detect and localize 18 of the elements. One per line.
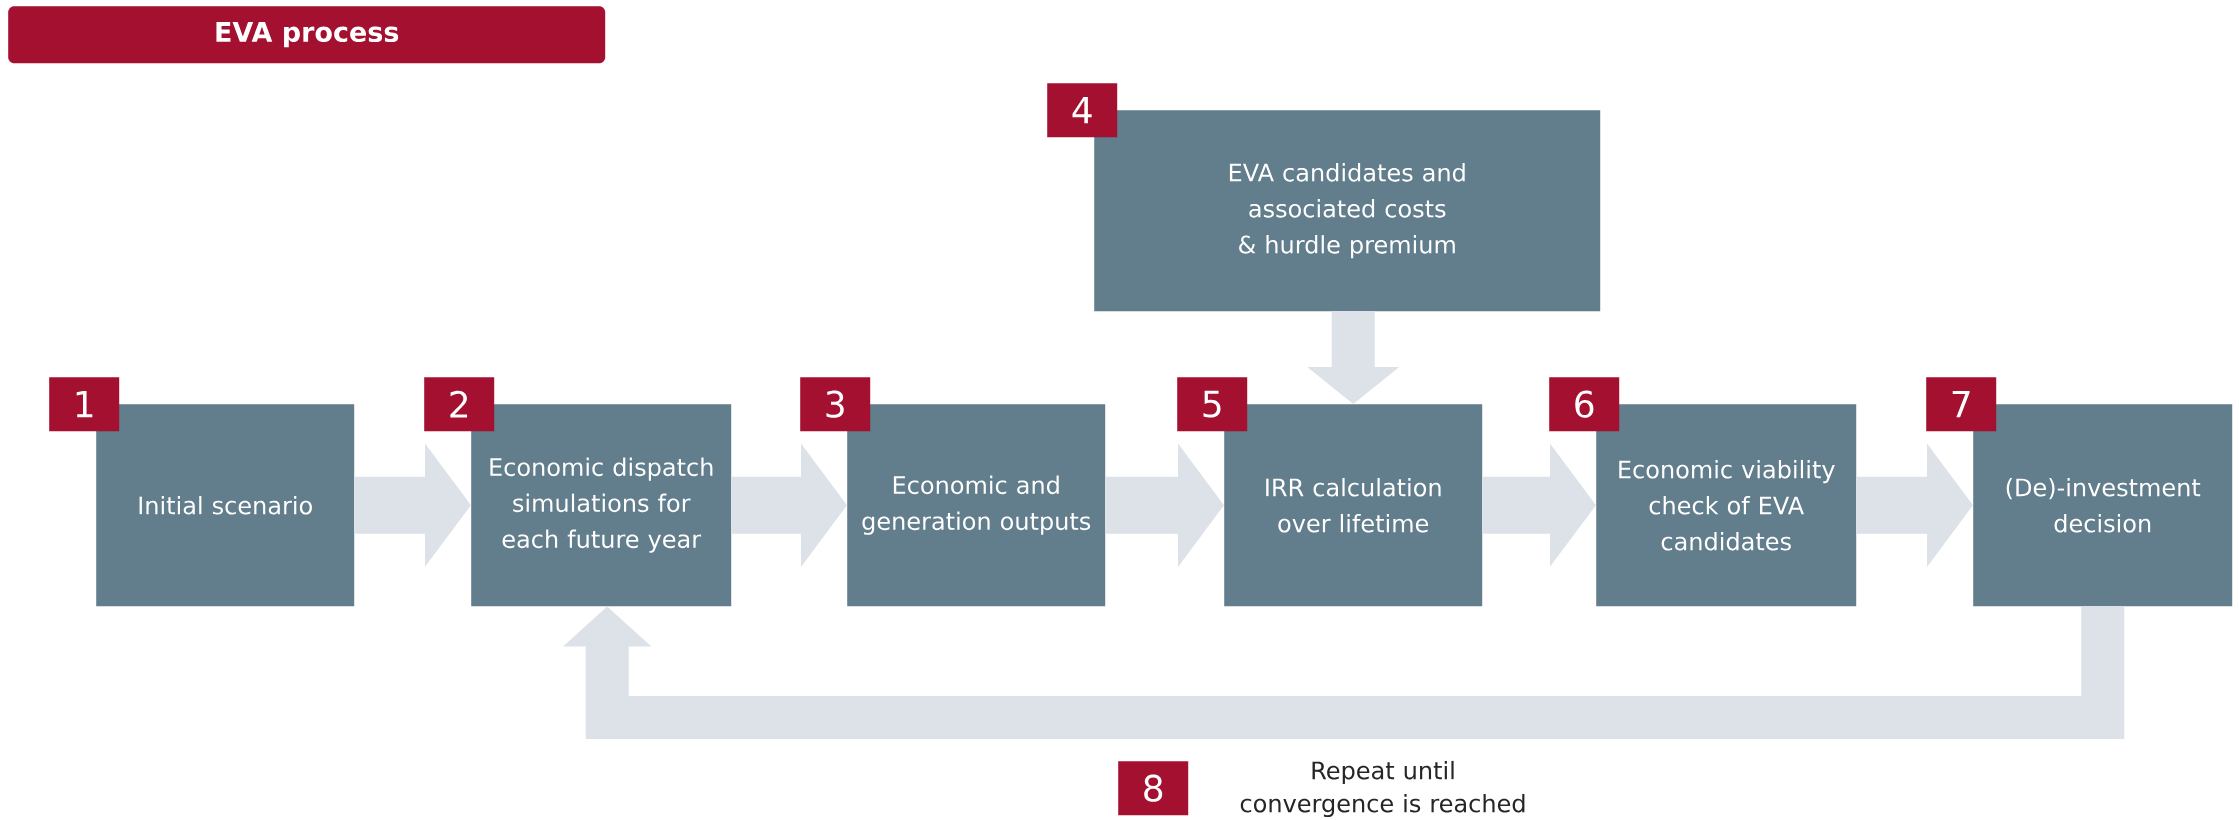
number-badge: 3 [800, 377, 871, 432]
title-bar: EVA process [8, 6, 606, 64]
number-badge: 8 [1118, 761, 1189, 816]
process-box: Initial scenario [96, 404, 355, 607]
number-badge: 4 [1047, 83, 1118, 138]
process-box: Economic and generation outputs [847, 404, 1106, 607]
process-box: IRR calculation over lifetime [1224, 404, 1483, 607]
number-badge: 5 [1177, 377, 1248, 432]
process-box: Economic dispatch simulations for each future year [471, 404, 732, 607]
process-box: EVA candidates and associated costs & hurdle premium [1094, 110, 1601, 312]
number-badge: 2 [424, 377, 495, 432]
note-text: Repeat until convergence is reached [1240, 760, 1525, 818]
number-badge: 1 [49, 377, 120, 432]
process-box: (De)-investment decision [1973, 404, 2233, 607]
block-arrow [563, 606, 2125, 739]
number-badge: 6 [1549, 377, 1620, 432]
number-badge: 7 [1926, 377, 1997, 432]
process-box: Economic viability check of EVA candidates [1596, 404, 1857, 607]
